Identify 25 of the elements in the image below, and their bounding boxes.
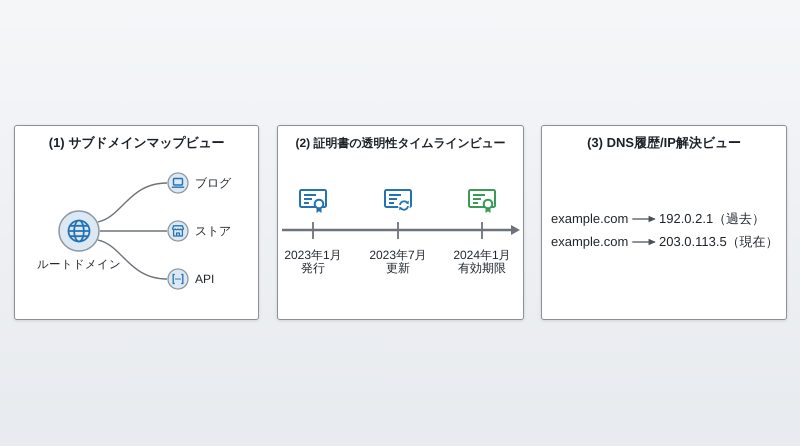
arrow: [632, 238, 656, 246]
address-text: 203.0.113.5（現在）: [659, 233, 779, 251]
panel-title: (1) サブドメインマップビュー: [48, 134, 224, 152]
event-label: 更新: [386, 262, 410, 274]
panel: [14, 125, 259, 320]
connector-line: [98, 182, 168, 223]
date-label: 2023年1月: [284, 248, 342, 262]
date-label: 2024年1月: [453, 248, 511, 262]
event-label: 有効期限: [458, 262, 506, 274]
node-label: ルートドメイン: [37, 258, 121, 272]
connector-line: [98, 239, 168, 280]
node-label: ブログ: [195, 176, 231, 190]
panel-title: (2) 証明書の透明性タイムラインビュー: [296, 135, 506, 152]
address-text: 192.0.2.1（過去）: [659, 210, 766, 228]
domain-text: example.com: [551, 210, 628, 228]
event-label: 発行: [301, 262, 325, 274]
panel-title: (3) DNS履歴/IP解決ビュー: [587, 134, 741, 152]
node-label: ストア: [195, 224, 231, 238]
node-label: API: [195, 272, 214, 286]
panel: [277, 125, 524, 320]
date-label: 2023年7月: [369, 248, 427, 262]
domain-text: example.com: [551, 233, 628, 251]
connector-line: [100, 230, 167, 232]
arrow: [632, 216, 656, 222]
panel: [541, 125, 787, 320]
